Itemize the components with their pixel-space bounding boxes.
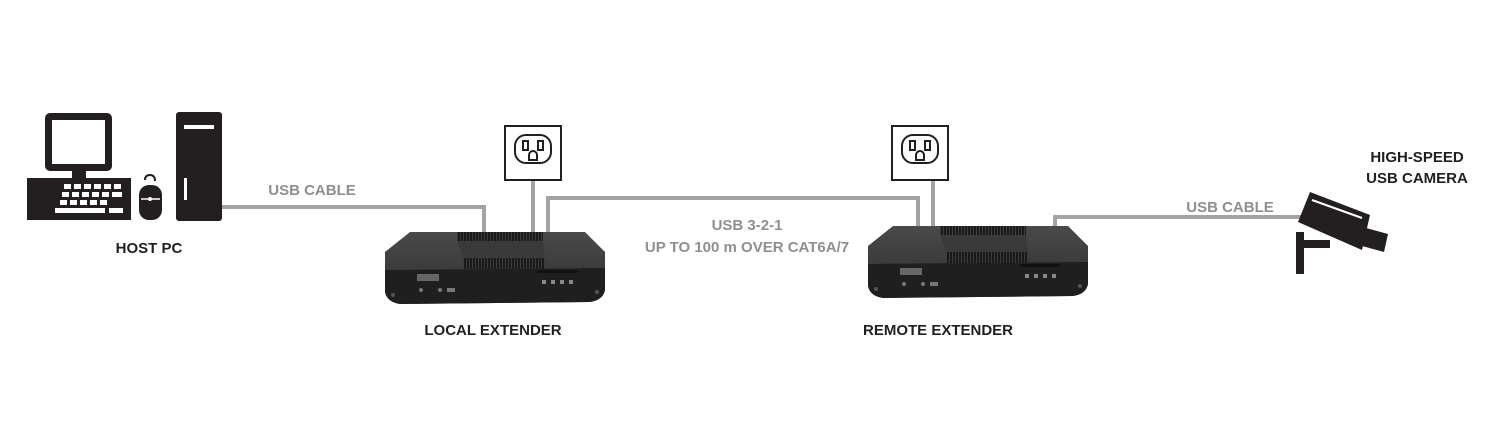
remote-extender-label: REMOTE EXTENDER [863, 322, 1013, 339]
local-extender-label: LOCAL EXTENDER [424, 322, 561, 339]
usb-cable-right-label: USB CABLE [1186, 199, 1274, 216]
link-label-line2: UP TO 100 m OVER CAT6A/7 [645, 239, 849, 256]
cat6-cable [546, 196, 920, 233]
remote-extender-device [868, 226, 1088, 298]
local-extender-device [385, 232, 605, 304]
camera-label-line2: USB CAMERA [1366, 170, 1468, 187]
power-outlet-local-icon [504, 125, 562, 181]
link-label-line1: USB 3-2-1 [712, 217, 783, 234]
camera-label-line1: HIGH-SPEED [1370, 149, 1464, 166]
power-outlet-remote-icon [891, 125, 949, 181]
usb-cable-left-label: USB CABLE [268, 182, 356, 199]
host-pc-label: HOST PC [116, 240, 183, 257]
usb-cable-remote-to-camera [1053, 215, 1305, 230]
usb-camera-icon [1296, 192, 1388, 274]
host-pc-icon [27, 112, 222, 221]
usb-cable-host-to-local [222, 205, 486, 233]
